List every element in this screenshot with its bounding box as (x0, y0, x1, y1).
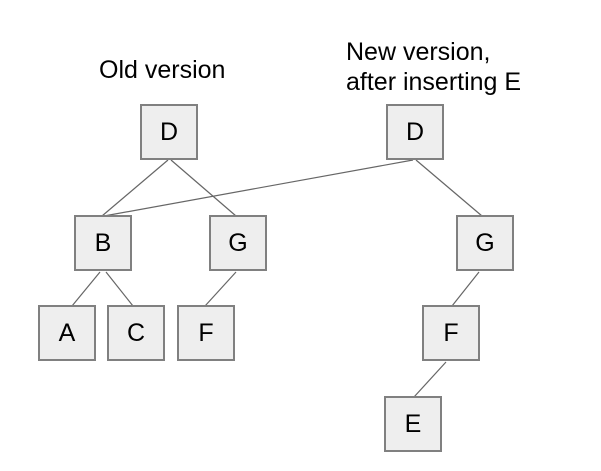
tree-node-new-d: D (386, 104, 444, 160)
edge-old-g-to-old-f (204, 271, 237, 307)
edge-new-f-to-new-e (413, 361, 447, 398)
tree-node-old-c: C (107, 305, 165, 361)
tree-node-new-g: G (456, 215, 514, 271)
edge-old-b-to-old-a (71, 271, 101, 307)
tree-node-new-e: E (384, 396, 442, 452)
tree-node-old-b: B (74, 215, 132, 271)
tree-node-old-a: A (38, 305, 96, 361)
tree-node-old-f: F (177, 305, 235, 361)
edge-old-d-to-old-g (170, 159, 237, 217)
new-version-title: New version, after inserting E (346, 38, 522, 96)
edge-new-g-to-new-f (451, 271, 480, 307)
tree-node-old-d: D (140, 104, 198, 160)
edge-new-d-to-old-b-shared (103, 159, 414, 217)
edge-old-d-to-old-b (101, 159, 169, 217)
tree-node-old-g: G (209, 215, 267, 271)
edge-new-d-to-new-g (415, 159, 483, 217)
tree-node-new-f: F (422, 305, 480, 361)
edge-old-b-to-old-c (105, 271, 134, 307)
old-version-title: Old version (99, 56, 226, 84)
